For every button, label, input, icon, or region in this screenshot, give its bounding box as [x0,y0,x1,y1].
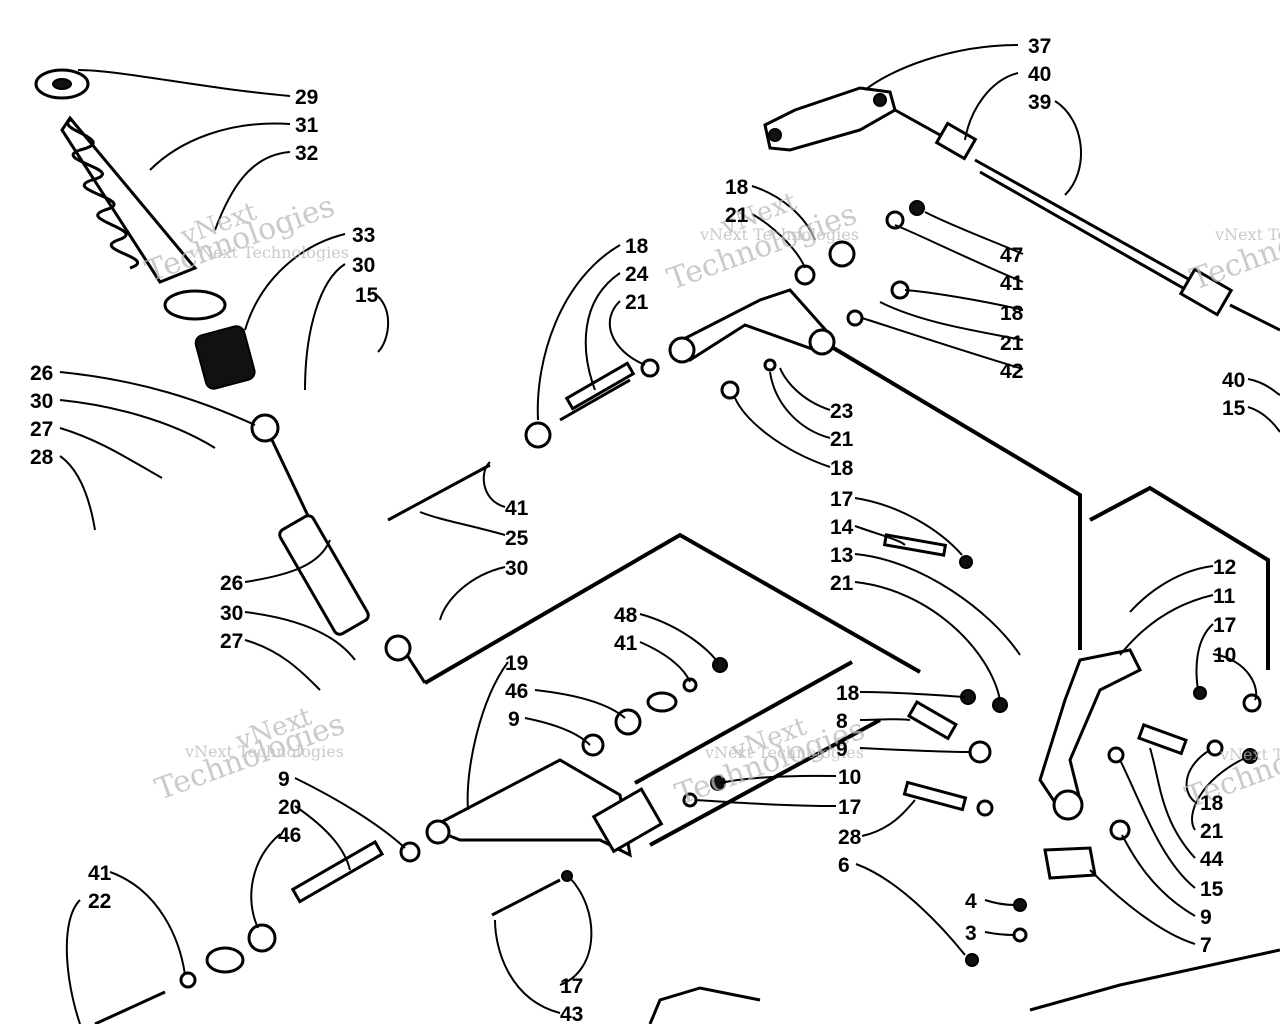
callout-label: 14 [830,516,854,539]
callout-label: 21 [725,204,749,227]
callout-label: 30 [352,254,375,277]
callout-label: 12 [1213,556,1236,579]
callout-labels: 37 40 39 29 31 32 33 30 15 26 30 27 28 1… [30,35,1246,1024]
callout-label: 18 [836,682,860,705]
callout-label: 19 [505,652,528,675]
callout-label: 9 [278,768,290,791]
watermark-company: vNext Technologies [184,742,344,761]
lower-a-arm [94,657,728,1024]
callout-label: 18 [830,457,854,480]
watermark-company: vNext Technologies [704,743,864,762]
steering-arm-assembly [763,86,1280,332]
callout-label: 37 [1028,35,1051,58]
callout-label: 40 [1222,369,1245,392]
callout-label: 8 [836,710,848,733]
callout-label: 33 [352,224,375,247]
callout-label: 41 [1000,272,1024,295]
callout-label: 3 [965,922,977,945]
callout-label: 18 [1200,792,1224,815]
callout-label: 46 [505,680,528,703]
callout-label: 10 [838,766,861,789]
watermark-tech: Technologies [1181,715,1280,816]
callout-label: 21 [830,572,854,595]
callout-label: 46 [278,824,301,847]
callout-label: 29 [295,86,318,109]
coil-spring-shock [34,68,412,662]
callout-label: 26 [220,572,243,595]
callout-label: 39 [1028,91,1051,114]
watermark-tech: Technologies [1186,197,1280,298]
callout-label: 27 [220,630,243,653]
callout-label: 26 [30,362,53,385]
callout-label: 25 [505,527,529,550]
callout-label: 31 [295,114,319,137]
watermark-company: vNext Technologies [699,225,859,244]
callout-label: 43 [560,1003,583,1024]
callout-label: 20 [278,796,301,819]
callout-label: 15 [355,284,379,307]
leader-lines [59,44,1280,1024]
watermark-company: vNext Technologies [1214,225,1280,244]
callout-label: 21 [830,428,854,451]
callout-label: 17 [1213,614,1236,637]
callout-label: 30 [220,602,243,625]
callout-label: 22 [88,890,111,913]
callout-label: 42 [1000,360,1023,383]
watermark-company: vNext Technologies [1219,745,1280,764]
callout-label: 21 [1200,820,1224,843]
callout-label: 28 [30,446,54,469]
callout-label: 32 [295,142,318,165]
callout-label: 27 [30,418,53,441]
callout-label: 9 [836,738,848,761]
callout-label: 28 [838,826,862,849]
callout-label: 4 [965,890,977,913]
callout-label: 7 [1200,934,1212,957]
callout-label: 23 [830,400,853,423]
callout-label: 9 [1200,906,1212,929]
callout-label: 17 [830,488,853,511]
callout-label: 41 [505,497,529,520]
callout-label: 21 [625,291,649,314]
callout-label: 18 [725,176,749,199]
watermark-company: vNext Technologies [189,243,349,262]
upper-a-arm [387,200,925,522]
callout-label: 18 [625,235,649,258]
callout-label: 41 [88,862,112,885]
callout-label: 15 [1222,397,1246,420]
callout-label: 18 [1000,302,1024,325]
callout-label: 13 [830,544,853,567]
callout-label: 40 [1028,63,1051,86]
callout-label: 48 [614,604,638,627]
callout-label: 44 [1200,848,1224,871]
callout-label: 41 [614,632,638,655]
callout-label: 9 [508,708,520,731]
spindle-assembly [648,533,1280,1024]
callout-label: 6 [838,854,850,877]
callout-label: 47 [1000,244,1023,267]
callout-label: 11 [1213,585,1236,608]
callout-label: 30 [30,390,53,413]
callout-label: 24 [625,263,649,286]
frame-lines [403,338,1270,847]
watermarks: vNext vNext Technologies Technologies vN… [141,187,1280,816]
callout-label: 17 [838,796,861,819]
callout-label: 15 [1200,878,1224,901]
callout-label: 30 [505,557,528,580]
callout-label: 21 [1000,332,1024,355]
callout-label: 17 [560,975,583,998]
callout-label: 10 [1213,644,1236,667]
